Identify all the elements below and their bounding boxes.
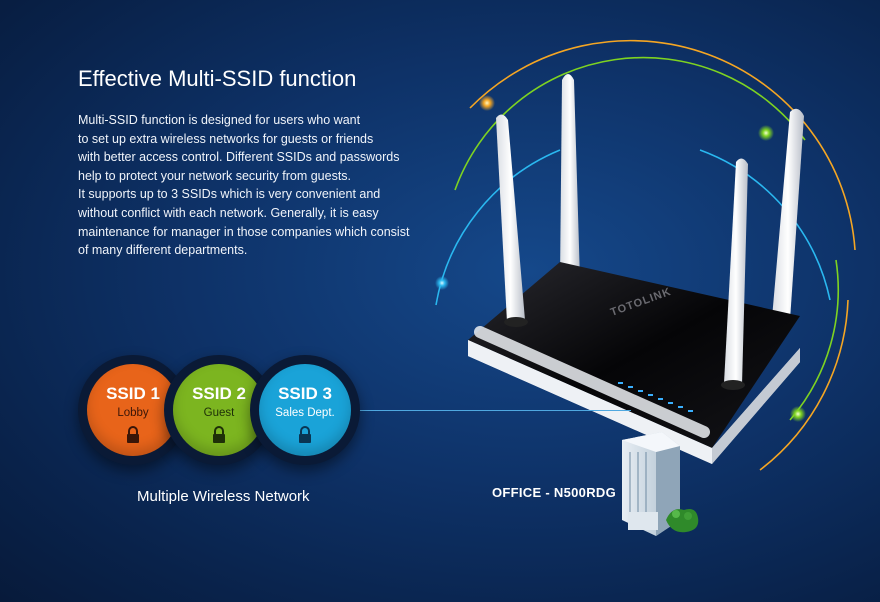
description-line: help to protect your network security fr… xyxy=(78,168,352,183)
description-line: Multi-SSID function is designed for user… xyxy=(78,113,361,127)
ssid-name: SSID 3 xyxy=(278,384,332,403)
lock-icon xyxy=(299,426,311,443)
signal-glow xyxy=(790,406,806,422)
ssid-label: Sales Dept. xyxy=(275,407,335,419)
ssid-label: Lobby xyxy=(117,407,149,419)
description-line: with better access control. Different SS… xyxy=(78,150,400,165)
page-title: Effective Multi-SSID function xyxy=(78,66,357,91)
network-caption: Multiple Wireless Network xyxy=(137,488,310,505)
antenna xyxy=(558,74,582,285)
ssid-name: SSID 1 xyxy=(106,384,160,403)
signal-glow xyxy=(435,276,449,290)
router-top xyxy=(468,262,800,448)
ssid-badge-1[interactable]: SSID 1 Lobby xyxy=(78,355,188,465)
office-label: OFFICE - N500RDG xyxy=(492,485,616,500)
signal-glow xyxy=(479,95,495,111)
signal-arc-blue xyxy=(699,149,831,301)
signal-glow xyxy=(758,125,774,141)
description-line: to set up extra wireless networks for gu… xyxy=(78,131,374,146)
ssid-name: SSID 2 xyxy=(192,384,246,403)
signal-arc-green xyxy=(454,56,806,191)
lock-icon xyxy=(213,426,225,443)
status-leds xyxy=(618,382,693,412)
connector-line xyxy=(356,410,631,411)
office-building-icon xyxy=(622,432,699,536)
description-line: It supports up to 3 SSIDs which is very … xyxy=(78,187,381,202)
antenna xyxy=(721,158,748,390)
signal-arc-orange xyxy=(759,299,849,471)
ssid-badge-3[interactable]: SSID 3 Sales Dept. xyxy=(250,355,360,465)
antenna xyxy=(770,108,804,325)
lock-icon xyxy=(127,426,139,443)
description: Multi-SSID function is designed for user… xyxy=(78,111,438,260)
antenna xyxy=(496,114,528,327)
signal-arc-green xyxy=(789,259,839,421)
ssid-label: Guest xyxy=(203,407,235,419)
description-line: of many different departments. xyxy=(78,243,248,258)
description-line: maintenance for manager in those compani… xyxy=(78,224,410,239)
signal-arc-orange xyxy=(469,39,856,251)
ssid-group: SSID 1 Lobby SSID 2 Guest SSID 3 Sales D… xyxy=(78,355,368,465)
description-line: without conflict with each network. Gene… xyxy=(78,205,379,220)
